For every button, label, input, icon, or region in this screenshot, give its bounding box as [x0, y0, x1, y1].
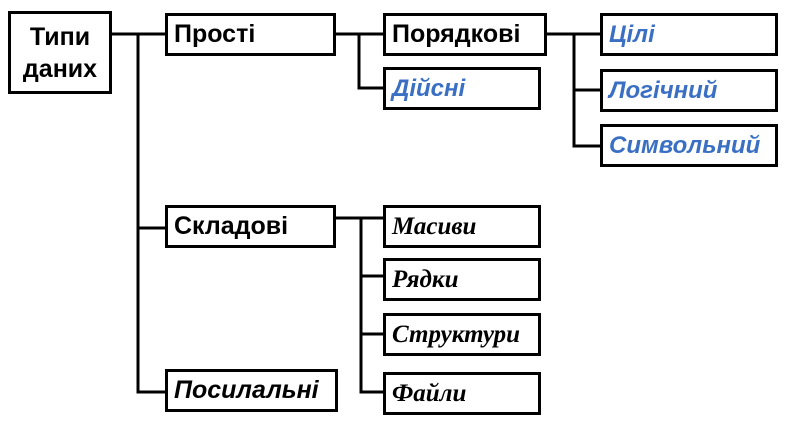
node-pointer: Посилальні: [165, 369, 338, 412]
node-logical-label: Логічний: [609, 76, 718, 104]
node-compound-label: Складові: [174, 212, 289, 240]
root-label-line2: даних: [22, 54, 98, 83]
node-files-label: Файли: [392, 379, 467, 407]
root-node: Типи даних: [8, 11, 112, 94]
node-files: Файли: [383, 372, 541, 415]
node-arrays: Масиви: [383, 205, 541, 248]
node-structs: Структури: [383, 313, 541, 356]
node-compound: Складові: [165, 205, 336, 248]
node-strings: Рядки: [383, 258, 541, 301]
root-label-line1: Типи: [29, 22, 91, 51]
node-strings-label: Рядки: [392, 265, 459, 293]
node-integer-label: Цілі: [609, 20, 655, 48]
node-ordinal: Порядкові: [383, 13, 547, 56]
node-logical: Логічний: [600, 69, 778, 112]
node-integer: Цілі: [600, 13, 778, 56]
node-simple-label: Прості: [174, 20, 256, 48]
node-arrays-label: Масиви: [392, 212, 477, 240]
node-real: Дійсні: [383, 67, 541, 110]
node-real-label: Дійсні: [392, 74, 466, 102]
node-simple: Прості: [165, 13, 336, 56]
node-structs-label: Структури: [392, 320, 521, 348]
node-pointer-label: Посилальні: [174, 376, 319, 404]
node-char: Символьний: [600, 124, 778, 167]
node-ordinal-label: Порядкові: [392, 20, 521, 48]
node-char-label: Символьний: [609, 131, 761, 159]
